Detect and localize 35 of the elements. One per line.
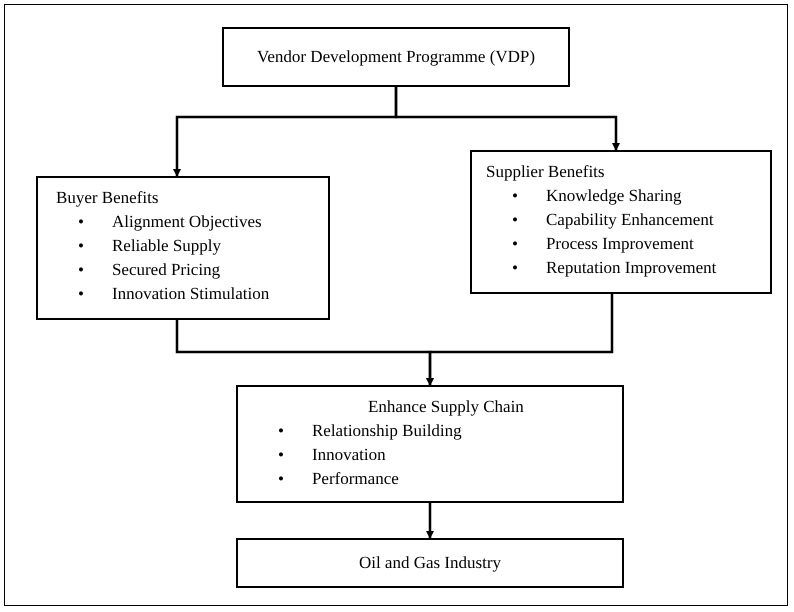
bullet-item: Knowledge Sharing [546,185,682,207]
bullet-mark: • [512,185,518,207]
bullet-item: Reliable Supply [112,235,222,257]
arrow [426,503,434,539]
bullet-item: Reputation Improvement [546,257,716,279]
bullet-mark: • [78,211,84,233]
process-box [222,27,570,87]
benefits-box [36,176,330,320]
bullet-mark: • [278,444,284,466]
bullet-item: Innovation [312,444,386,466]
bullet-item: Capability Enhancement [546,209,714,231]
bullet-mark: • [512,257,518,279]
bullet-item: Secured Pricing [112,259,220,281]
arrow [426,294,614,386]
bullet-item: Innovation Stimulation [112,283,270,305]
bullet-mark: • [512,209,518,231]
bullet-item: Alignment Objectives [112,211,262,233]
bullet-item: Performance [312,468,399,490]
bullet-mark: • [78,235,84,257]
box-heading: Supplier Benefits [485,161,606,183]
box-heading: Enhance Supply Chain [367,396,525,418]
box-heading: Vendor Development Programme (VDP) [256,46,536,68]
benefits-box [470,150,772,294]
bullet-mark: • [78,283,84,305]
process-box [236,538,624,588]
bullet-mark: • [512,233,518,255]
bullet-item: Process Improvement [546,233,694,255]
bullet-item: Relationship Building [312,420,462,442]
bullet-mark: • [78,259,84,281]
box-heading: Oil and Gas Industry [358,552,502,574]
box-heading: Buyer Benefits [55,187,160,209]
bullet-mark: • [278,468,284,490]
bullet-mark: • [278,420,284,442]
arrow [394,87,620,151]
process-box [236,385,624,503]
